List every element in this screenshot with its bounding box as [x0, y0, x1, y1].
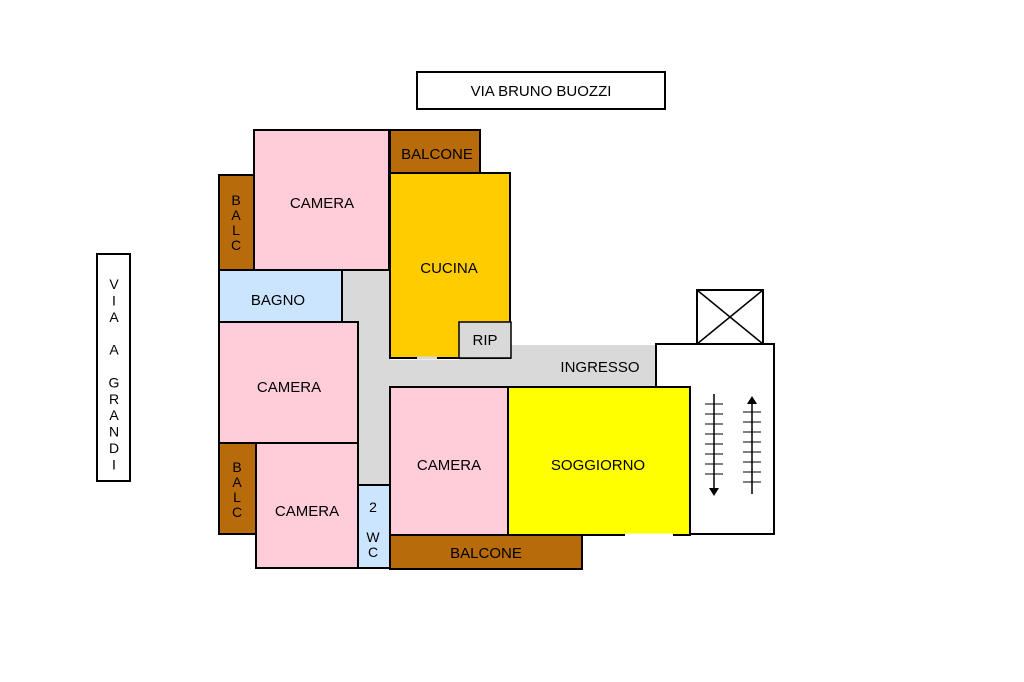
- room-bagno: BAGNO: [218, 269, 343, 323]
- room-label: SOGGIORNO: [551, 457, 645, 474]
- balcone-top: BALCONE: [389, 129, 481, 174]
- room-label: CAMERA: [290, 195, 354, 212]
- door-openings: [340, 248, 673, 537]
- room-label: CAMERA: [417, 457, 481, 474]
- room-camera-bottom-left: CAMERA: [255, 442, 359, 569]
- room-label: BALCONE: [450, 545, 522, 562]
- street-name-top: VIA BRUNO BUOZZI: [471, 83, 612, 100]
- room-camera-top: CAMERA: [253, 129, 390, 271]
- room-label: CAMERA: [257, 379, 321, 396]
- room-label: BALCONE: [401, 146, 473, 163]
- balcone-bottom: BALCONE: [389, 534, 583, 570]
- room-label: CUCINA: [420, 260, 478, 277]
- room-label: RIP: [472, 332, 497, 349]
- room-label: BAGNO: [251, 292, 305, 309]
- elevator-cross-icon: [696, 289, 764, 345]
- room-ingresso-label: INGRESSO: [560, 359, 639, 376]
- room-camera-mid: CAMERA: [218, 321, 359, 444]
- room-soggiorno: SOGGIORNO: [507, 386, 691, 536]
- stairs-down-arrow-icon: [705, 394, 723, 496]
- street-label-top: VIA BRUNO BUOZZI: [416, 71, 666, 110]
- stairs-up-arrow-icon: [743, 396, 761, 494]
- room-camera-center: CAMERA: [389, 386, 509, 536]
- room-label: CAMERA: [275, 503, 339, 520]
- room-rip: RIP: [458, 321, 512, 359]
